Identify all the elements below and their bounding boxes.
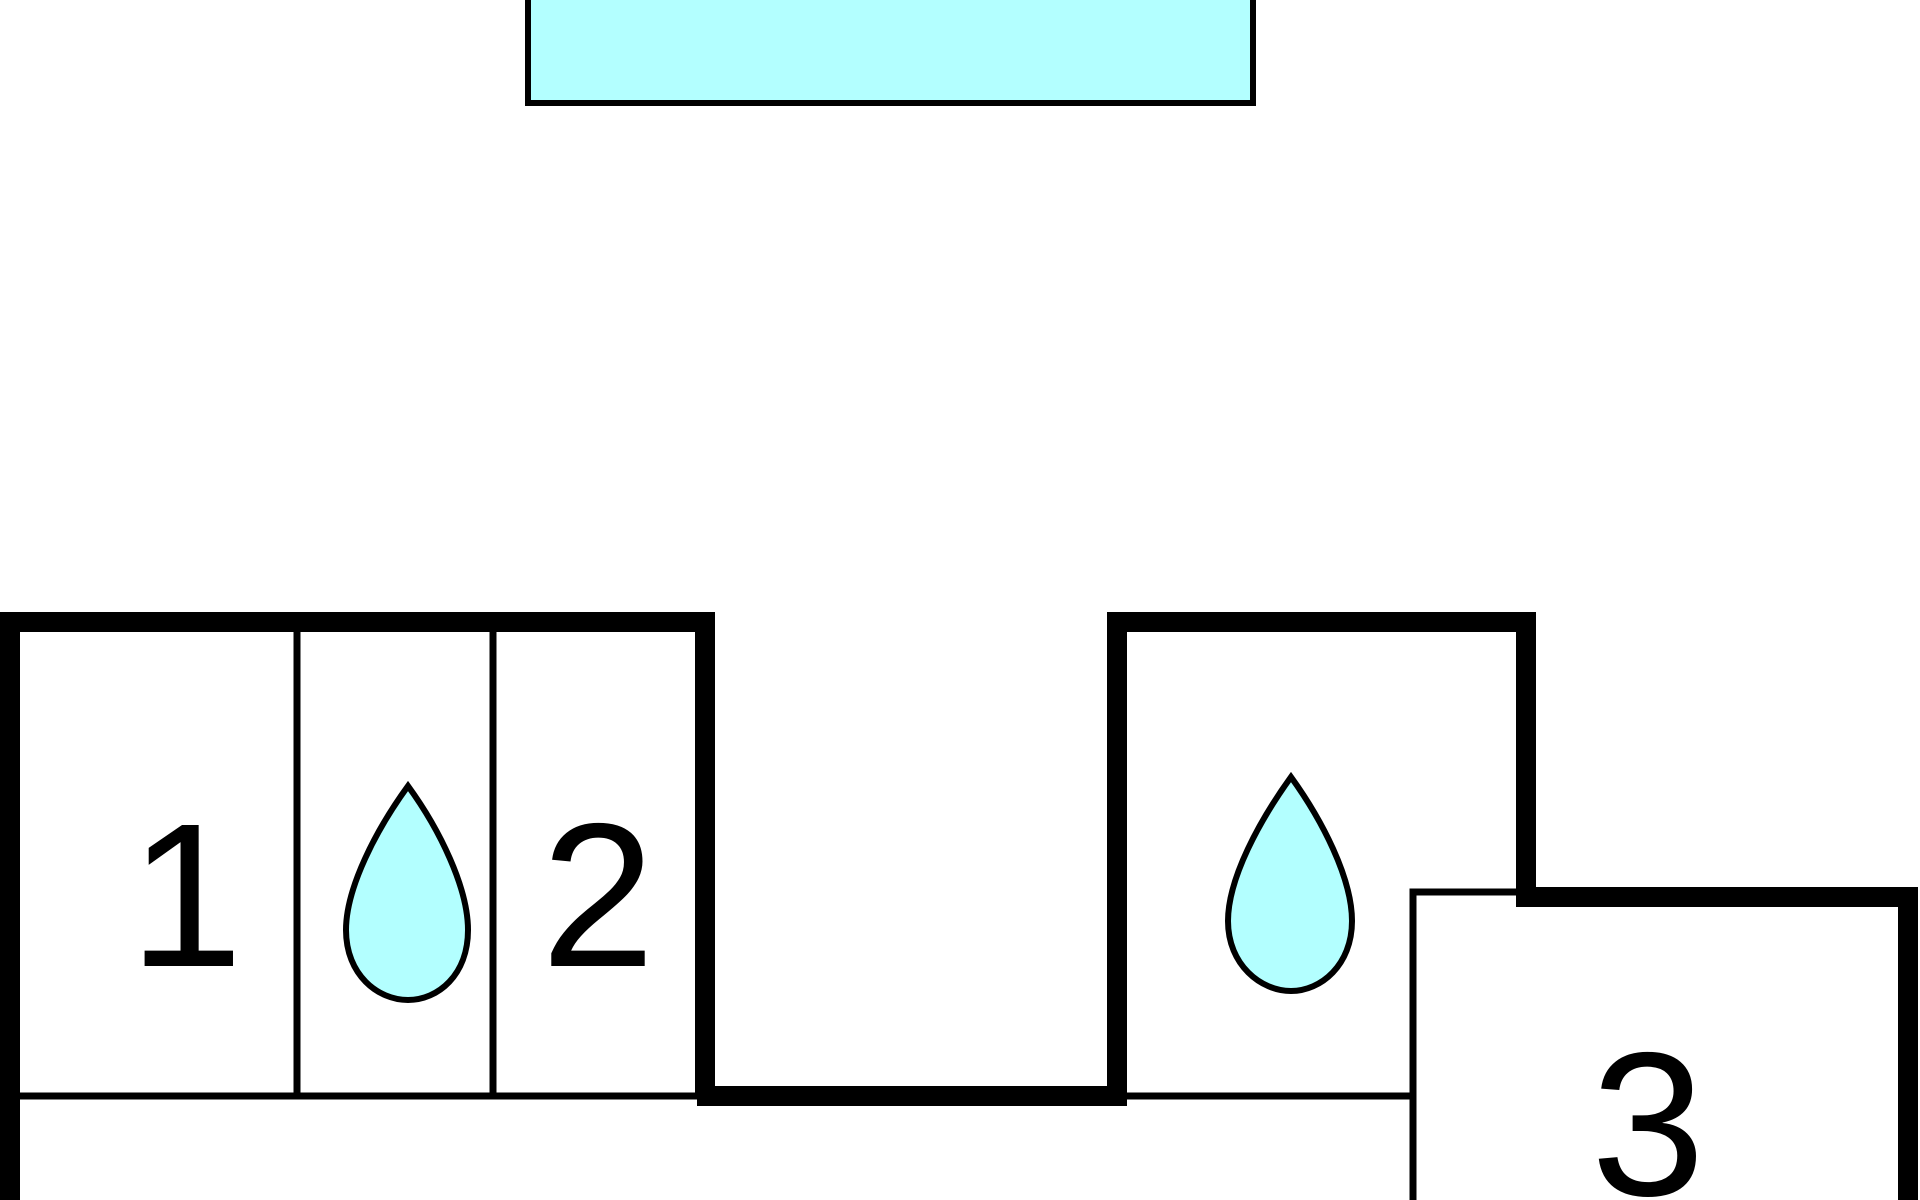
room-label-1: 1 (129, 781, 243, 1010)
water-drop-icon (342, 780, 472, 1004)
room-label-3: 3 (1591, 1010, 1705, 1200)
room-3-outline (1516, 887, 1918, 1200)
left-block-outline (0, 612, 715, 1200)
water-bar (525, 0, 1256, 106)
room-label-2: 2 (541, 781, 655, 1010)
middle-block-outline (1107, 612, 1536, 1096)
room-3-inner-outline (1409, 888, 1520, 1200)
water-drop-icon (1224, 771, 1356, 995)
